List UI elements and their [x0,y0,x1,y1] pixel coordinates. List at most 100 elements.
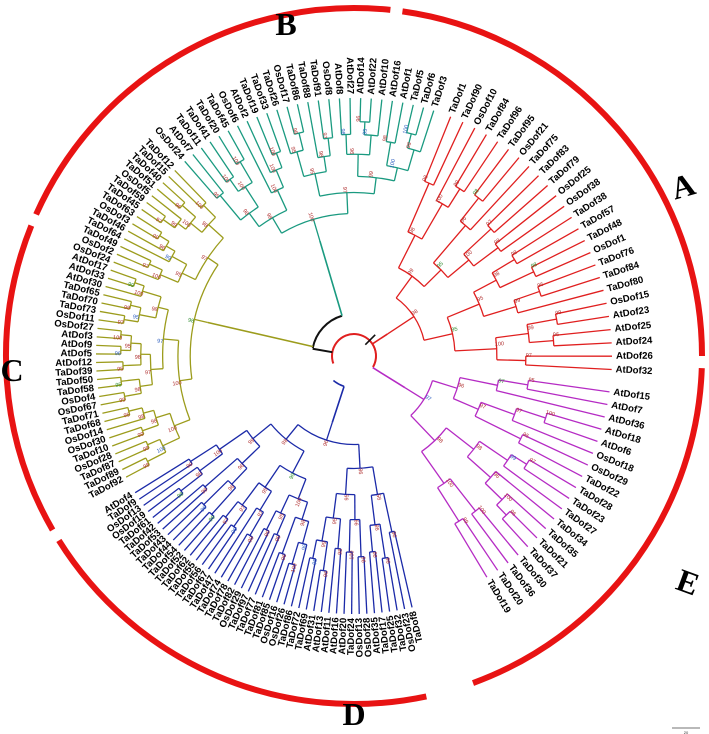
bootstrap-value: 98 [406,142,413,150]
leaf-label: AtDof22 [366,58,379,95]
branch-segment [312,219,321,242]
branch-arc [185,216,197,230]
bootstrap-value: 95 [117,366,123,372]
leaf-branch [200,147,227,183]
leaf-branch [357,556,360,614]
leaf-branch [381,558,391,612]
leaf-label: AtDof15 [613,387,652,403]
bootstrap-value: 98 [291,127,298,134]
bootstrap-value: 99 [368,171,375,178]
bootstrap-value: 96 [460,216,469,225]
clade-ring-b [33,5,391,216]
leaf-branch [454,523,488,578]
bootstrap-value: 100 [306,212,314,223]
bootstrap-value: 96 [492,471,501,480]
leaf-branch [478,507,519,556]
bootstrap-value: 99 [208,515,217,524]
bootstrap-value: 98 [247,536,255,544]
bootstrap-value: 97 [498,378,505,385]
root-stub [364,334,376,346]
branch-segment [121,378,140,382]
branch-arc [386,165,409,172]
branch-segment [159,274,179,283]
leaf-branch [246,120,272,173]
bootstrap-value: 95 [528,377,535,384]
leaf-branch [118,447,150,463]
leaf-label: AtDof23 [612,305,650,322]
branch-arc [169,413,181,439]
bootstrap-value: 100 [402,124,410,134]
leaf-branch [523,467,570,499]
branch-segment [459,197,480,222]
branch-segment [466,456,492,478]
bootstrap-value: 100 [463,250,474,260]
branch-arc [487,224,495,233]
branch-segment [225,501,239,518]
branch-segment [423,333,453,341]
branch-segment [407,182,430,233]
leaf-branch [261,552,280,598]
branch-segment [157,306,169,311]
bootstrap-value: 98 [493,271,501,279]
bootstrap-value: 97 [239,505,247,514]
bootstrap-value: 95 [376,494,383,501]
branch-segment [321,516,327,542]
leaf-branch [493,184,549,233]
bootstrap-value: 98 [177,491,186,499]
branch-segment [171,255,187,266]
branch-segment [204,457,238,488]
bootstrap-value: 98 [187,318,194,325]
clade-stem [207,321,314,348]
branch-segment [369,525,374,552]
bootstrap-value: 96 [237,463,246,472]
bootstrap-value: 99 [201,487,210,496]
clade-ring-c [3,224,56,532]
leaf-branch [138,463,193,500]
bootstrap-value: 96 [323,439,331,447]
leaf-branch [462,518,499,571]
bootstrap-value: 100 [389,159,397,169]
bootstrap-value: 99 [169,220,178,228]
leaf-branch [313,570,321,611]
leaf-branch [227,130,245,160]
branch-arc [236,458,248,469]
branch-segment [406,133,412,149]
leaf-branch [120,245,152,262]
branch-segment [496,504,507,516]
leaf-branch [195,518,229,561]
branch-segment [344,468,348,495]
branch-arc [119,330,122,339]
bootstrap-value: 100 [267,163,276,174]
leaf-branch [537,264,596,288]
bootstrap-value: 99 [461,517,469,525]
branch-arc [294,131,304,135]
branch-segment [249,511,265,536]
leaf-branch [113,261,159,281]
bootstrap-value: 99 [555,310,562,317]
bootstrap-value: 96 [227,484,236,493]
branch-segment [181,204,196,218]
branch-segment [368,135,372,155]
inner-stem [312,347,333,354]
branch-segment [190,444,217,463]
leaf-label: AtDof9 [61,338,93,350]
leaf-label: AtDof3 [61,329,93,342]
bootstrap-value: 95 [211,191,220,200]
branch-arc [281,212,348,234]
branch-segment [479,440,508,461]
bootstrap-value: 95 [332,518,339,525]
bootstrap-value: 95 [289,146,296,154]
bootstrap-value: 99 [373,551,380,558]
branch-segment [345,134,348,155]
branch-segment [181,272,196,281]
bootstrap-value: 96 [361,556,367,562]
bootstrap-value: 100 [172,380,182,387]
leaf-label: AtDof20 [337,618,349,655]
branch-segment [407,149,415,171]
branch-segment [314,173,321,197]
clade-letter-e: E [672,561,704,602]
branch-segment [516,407,546,419]
bootstrap-value: 98 [382,135,389,142]
branch-segment [327,138,331,156]
